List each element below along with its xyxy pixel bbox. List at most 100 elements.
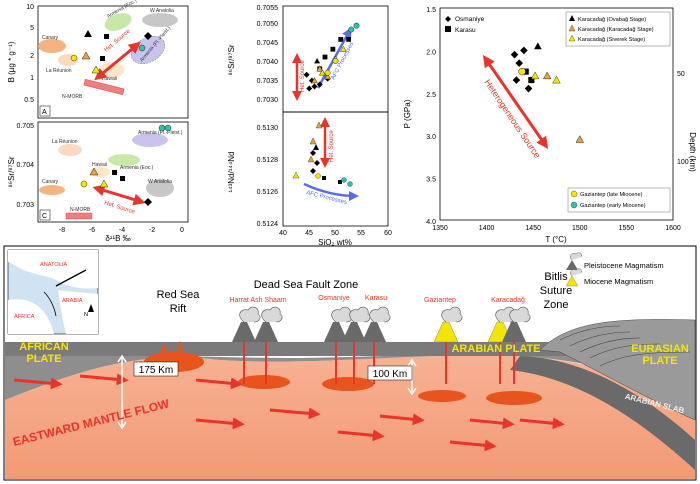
point-c-diamond (144, 198, 152, 206)
panel-b-bottom-ytick-2: 0.5126 (257, 189, 279, 196)
panel-pt-points (510, 42, 584, 143)
miocene-volcano-icon (565, 275, 579, 287)
region-w-anatolia-a (142, 13, 178, 27)
point-c-circle (80, 180, 88, 188)
data-point-0-4 (524, 84, 533, 93)
panel-pt-xlabel: T (°C) (545, 235, 567, 244)
pt-xtick-1: 1400 (479, 225, 495, 232)
thickness-100: 100 Km (373, 369, 407, 380)
pt-xtick-0: 1350 (432, 225, 448, 232)
data-point-0-2 (311, 83, 318, 90)
label-reunion-a: La Réunion (46, 68, 72, 74)
panel-a-ytick-3: 1 (30, 75, 34, 82)
legend-gaziantep-early: Gaziantep (early Miocene) (580, 203, 646, 209)
panel-a: B (µg * g⁻¹) 10 5 2 1 0.5 W Anatolia Arm… (7, 0, 189, 119)
pt-xtick-4: 1550 (619, 225, 635, 232)
panel-b-bottom-ytick-3: 0.5124 (257, 221, 279, 228)
arabian-plate-label: ARABIAN PLATE (451, 343, 540, 355)
eurasian-plate-line2: PLATE (642, 355, 677, 367)
data-point-4-0 (530, 71, 540, 80)
volcano-0 (232, 306, 261, 384)
panel-b-top-ytick-5: 0.7030 (257, 97, 279, 104)
point-b-nd-triangle-5 (292, 171, 300, 179)
point-b-nd-circle (315, 173, 321, 179)
arrow-heterogeneous-source (482, 55, 549, 149)
point-c-square-2 (120, 176, 125, 181)
magmatism-legend: Pleistocene Magmatism Miocene Magmatism (565, 252, 664, 287)
panel-b-bottom-ytick-1: 0.5128 (257, 157, 279, 164)
bitlis-line2: Suture (540, 285, 572, 297)
point-c-square (112, 170, 117, 175)
panel-a-corner-label: A (42, 109, 47, 116)
point-a-triangle-2 (81, 51, 91, 60)
data-point-0-3 (316, 81, 323, 88)
point-a-diamond (144, 32, 152, 40)
point-b-nd-triangle-2 (315, 121, 323, 129)
pt-y2tick-0: 50 (677, 71, 685, 78)
thickness-175: 175 Km (139, 365, 173, 376)
legend-karasu-icon (445, 26, 451, 32)
point-b-nd-triangle-4 (313, 144, 319, 150)
melt-harrat (238, 375, 290, 389)
volcano-7 (502, 306, 531, 384)
african-plate-line1: AFRICAN (19, 341, 69, 353)
data-point-0-3 (512, 76, 521, 84)
panel-c-xtick-3: -2 (149, 227, 155, 234)
region-reunion-c (58, 144, 82, 156)
data-point-3-1 (575, 135, 584, 143)
data-point-1-2 (330, 46, 336, 52)
legend-karacadag: Karacadağ (Karacadağ Stage) (578, 27, 654, 33)
loc-harrat: Harrat Ash Shaam (229, 297, 286, 304)
legend-osmaniye: Osmaniye (455, 16, 485, 23)
red-sea-line2: Rift (170, 303, 187, 315)
legend-osmaniye-icon (445, 16, 451, 22)
region-armenia-eoc-c (108, 154, 140, 166)
data-point-3-2 (324, 73, 331, 80)
panel-b-top-ytick-1: 0.7050 (257, 21, 279, 28)
arrow-het-source-c (92, 184, 146, 206)
volcano-1 (254, 306, 283, 384)
data-point-1-4 (346, 36, 352, 42)
label-het-source-b-top: Het. Source (300, 60, 306, 92)
red-sea-line1: Red Sea (157, 289, 201, 301)
panel-c-xtick-1: -6 (89, 227, 95, 234)
data-point-1-1 (528, 77, 535, 84)
point-a-circle (70, 54, 78, 62)
label-w-anatolia-c: W Anatolia (148, 179, 172, 185)
point-b-nd-triangle-3 (307, 155, 315, 163)
bitlis-suture-wedge (539, 319, 696, 421)
legend-ovabag: Karacadağ (Ovabağ Stage) (578, 17, 646, 23)
point-a-square (104, 34, 109, 39)
african-plate-line2: PLATE (26, 353, 61, 365)
panel-b-bottom-ylabel: ¹⁴³Nd/¹⁴⁴Nd (227, 152, 236, 193)
loc-osmaniye: Osmaniye (318, 295, 350, 302)
label-canary-c: Canary (42, 179, 59, 185)
legend-karasu: Karasu (455, 27, 476, 34)
volcano-3 (342, 306, 371, 384)
data-point-4-2 (340, 45, 347, 52)
north-arrow-icon (88, 304, 94, 312)
label-armenia-eoc-c: Armenia (Eoc.) (120, 165, 154, 171)
label-het-source-c: Het. Source (103, 200, 136, 216)
melt-karacadag (486, 391, 542, 405)
panel-b-xtick-2: 50 (331, 230, 339, 237)
label-hawaii-a: Hawaii (102, 76, 117, 82)
bitlis-line3: Zone (543, 299, 568, 311)
point-a-triangle (84, 30, 92, 37)
region-canary-a (38, 39, 66, 53)
pt-ytick-3: 3.0 (426, 134, 436, 141)
inset-arabia: ARABIA (62, 298, 83, 304)
volcano-5 (433, 306, 463, 384)
point-c-triangle-2 (99, 179, 109, 188)
panel-c-xtick-0: -8 (59, 227, 65, 234)
panel-c-ytick-2: 0.703 (16, 202, 34, 209)
panel-a-ytick-2: 2 (30, 53, 34, 60)
panel-c-xtick-2: -4 (119, 227, 125, 234)
pleistocene-volcano-icon (566, 260, 578, 270)
panel-b-top-ylabel: ⁸⁶Sr/⁸⁷Sr (227, 44, 236, 75)
panel-a-ylabel: B (µg * g⁻¹) (7, 41, 16, 82)
data-point-2-0 (314, 57, 321, 64)
panel-b-top-ytick-2: 0.7045 (257, 40, 279, 47)
data-point-1-3 (338, 36, 344, 42)
pt-ytick-2: 2.5 (426, 92, 436, 99)
